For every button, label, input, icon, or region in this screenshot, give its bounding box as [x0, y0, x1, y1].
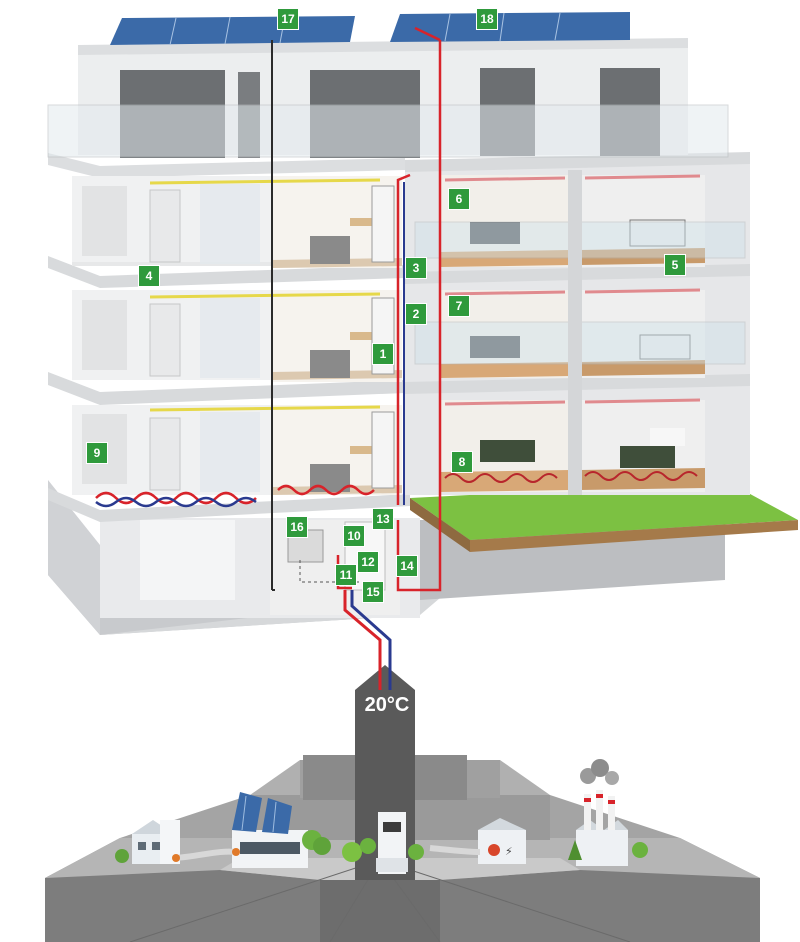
heat-pump-building: [376, 812, 408, 874]
marker-9[interactable]: 9: [86, 442, 108, 464]
marker-13[interactable]: 13: [372, 508, 394, 530]
marker-11[interactable]: 11: [335, 564, 357, 586]
marker-1[interactable]: 1: [372, 343, 394, 365]
marker-7[interactable]: 7: [448, 295, 470, 317]
factory-building: [576, 759, 628, 866]
right-wing: [405, 152, 750, 495]
top-floor: [47, 38, 729, 158]
marker-17[interactable]: 17: [277, 8, 299, 30]
marker-16[interactable]: 16: [286, 516, 308, 538]
ventilation-ducts: [149, 178, 381, 412]
power-building: ⚡: [478, 818, 526, 864]
floor-heating: [95, 484, 375, 508]
solar-panel-icon: [110, 12, 630, 46]
left-wing: [48, 153, 410, 522]
building-left: [132, 820, 180, 864]
solar-building: [232, 792, 308, 868]
tree-icon: [115, 830, 648, 863]
marker-12[interactable]: 12: [357, 551, 379, 573]
lawn: [410, 482, 798, 552]
temperature-label: 20°C: [364, 694, 410, 716]
marker-4[interactable]: 4: [138, 265, 160, 287]
marker-5[interactable]: 5: [664, 254, 686, 276]
marker-14[interactable]: 14: [396, 555, 418, 577]
marker-2[interactable]: 2: [405, 303, 427, 325]
marker-8[interactable]: 8: [451, 451, 473, 473]
marker-18[interactable]: 18: [476, 8, 498, 30]
marker-6[interactable]: 6: [448, 188, 470, 210]
marker-15[interactable]: 15: [362, 581, 384, 603]
district-pipes: [172, 845, 481, 862]
marker-10[interactable]: 10: [343, 525, 365, 547]
marker-3[interactable]: 3: [405, 257, 427, 279]
svg-text:⚡: ⚡: [505, 845, 513, 858]
